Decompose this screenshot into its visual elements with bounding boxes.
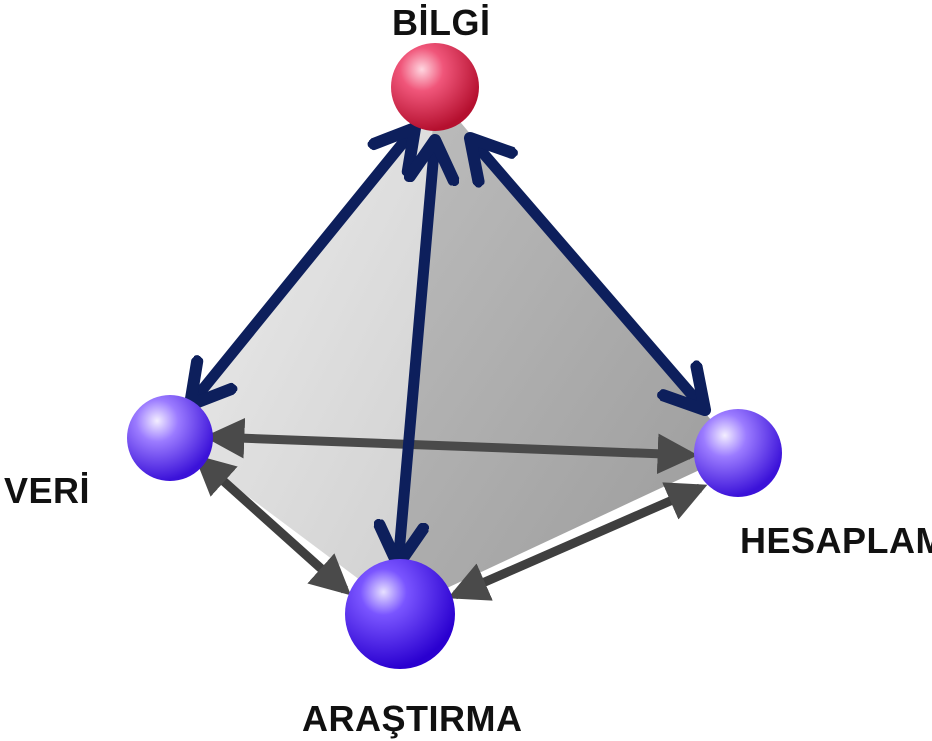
node-bilgi-sphere [391,43,479,131]
node-arastirma-sphere [345,559,455,669]
node-label-arastirma: ARAŞTIRMA [302,698,523,739]
pyramid-left-face [170,92,435,610]
edge-bottom-right [447,482,708,601]
node-label-veri: VERİ [4,470,91,511]
edge-top-right [470,138,705,410]
edge-left-bottom [193,454,352,596]
node-veri-sphere [127,395,213,481]
edge-top-bottom [398,140,435,565]
pyramid-right-face [400,92,738,610]
node-hesaplama-sphere [694,409,782,497]
node-label-bilgi: BİLGİ [392,2,491,43]
